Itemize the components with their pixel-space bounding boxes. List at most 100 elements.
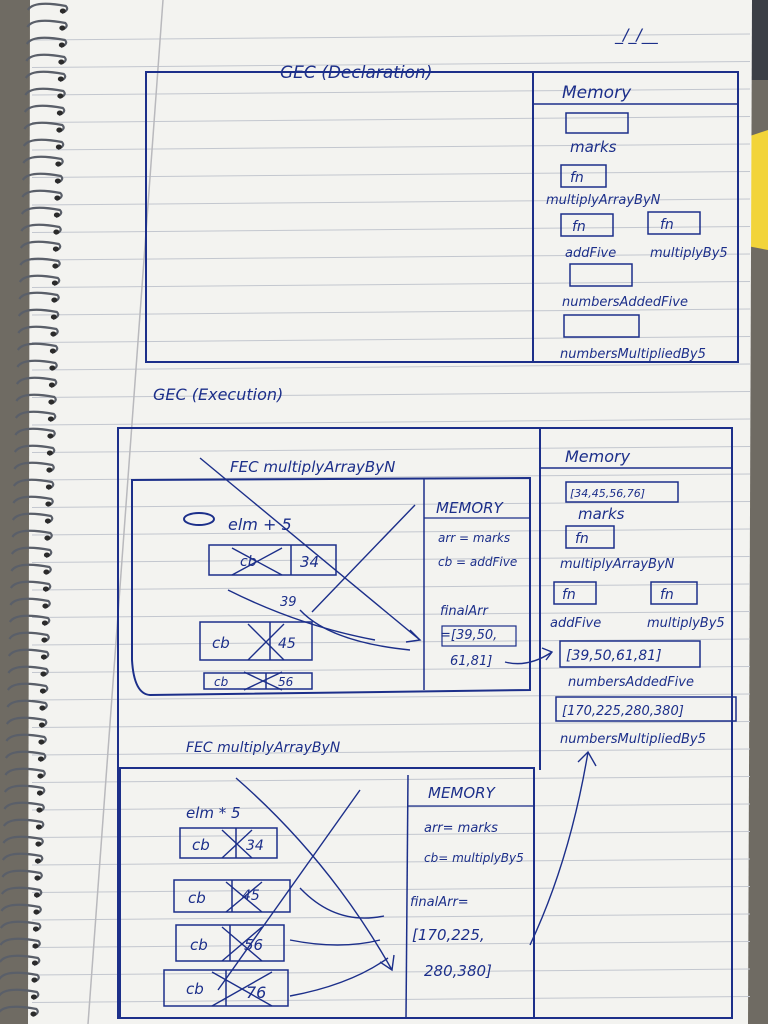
exec-slot-label-marks: marks xyxy=(578,505,625,523)
binding-hole xyxy=(34,875,41,881)
exec-memory-heading: Memory xyxy=(565,447,631,466)
binding-hole xyxy=(30,994,37,1000)
exec-slot-label-numbersAddedFive: numbersAddedFive xyxy=(568,675,694,690)
fec-addfive-memory-line: arr = marks xyxy=(438,531,510,545)
ruled-line xyxy=(31,363,751,371)
ruled-line xyxy=(31,308,751,316)
fec-addfive-memory-line: cb = addFive xyxy=(438,555,517,569)
binding-hole xyxy=(58,42,65,48)
binding-hole xyxy=(47,433,54,439)
binding-hole xyxy=(51,297,58,303)
fec-multiplyby5-memory-line: arr= marks xyxy=(424,821,498,836)
ruled-line xyxy=(31,913,751,921)
binding-hole xyxy=(50,331,57,337)
binding-hole xyxy=(39,705,46,711)
flow-line xyxy=(529,751,589,946)
ruled-line xyxy=(31,583,751,591)
binding-hole xyxy=(51,280,58,286)
binding-hole xyxy=(53,212,60,218)
ruled-line xyxy=(31,638,751,646)
exec-slot-box-numbersAddedFive xyxy=(559,640,701,668)
binding-hole xyxy=(40,671,47,677)
paper-sheet xyxy=(28,0,752,1024)
ruled-line xyxy=(31,391,751,398)
slot-box xyxy=(560,213,614,237)
fec-multiplyby5-divider xyxy=(405,774,409,1019)
ruled-line xyxy=(31,611,751,618)
fec-addfive-memory-heading: MEMORY xyxy=(436,499,505,517)
flow-line xyxy=(504,651,553,665)
call-fn: cb xyxy=(212,634,230,652)
exec-slot-value-numbersAddedFive: [39,50,61,81] xyxy=(566,648,662,664)
ruled-line xyxy=(31,88,751,96)
binding-hole xyxy=(48,382,55,388)
fec-addfive-memory-line: 61,81] xyxy=(450,654,492,669)
call-cross xyxy=(231,547,283,576)
binding-hole xyxy=(42,603,49,609)
exec-slot-box-marks xyxy=(565,481,679,503)
binding-hole xyxy=(46,450,53,456)
ruled-line xyxy=(31,831,751,838)
binding-hole xyxy=(38,739,45,745)
ruled-line xyxy=(31,693,751,701)
call-arg: 34 xyxy=(246,838,264,854)
ruled-line xyxy=(31,858,751,866)
binding-hole xyxy=(31,977,38,983)
ruled-line xyxy=(31,198,751,206)
slot-label: multiplyBy5 xyxy=(650,246,728,261)
slot-label: multiplyArrayByN xyxy=(546,193,661,208)
flow-line xyxy=(299,609,411,651)
fec-multiplyby5-call: cb 56 xyxy=(175,924,285,962)
binding-hole xyxy=(59,8,66,14)
exec-slot-box-numbersMultipliedBy5 xyxy=(555,696,737,722)
binding-hole xyxy=(41,620,48,626)
binding-hole xyxy=(35,841,42,847)
fec-addfive-finalarr-box xyxy=(441,625,517,647)
call-cross xyxy=(221,926,263,962)
binding-hole xyxy=(37,756,44,762)
fec-multiplyby5-expression: elm * 5 xyxy=(186,804,241,822)
ruled-line xyxy=(31,418,751,426)
ruled-line xyxy=(31,721,751,728)
flow-line xyxy=(235,777,393,971)
slot-box xyxy=(647,211,701,235)
binding-hole xyxy=(54,178,61,184)
binding-hole xyxy=(55,144,62,150)
binding-hole xyxy=(57,93,64,99)
binding-hole xyxy=(49,348,56,354)
call-cross xyxy=(221,829,253,859)
decl-slot-numbersMultipliedBy5: numbersMultipliedBy5 xyxy=(560,314,706,362)
fec-multiplyby5-memory-line: cb= multiplyBy5 xyxy=(424,851,524,865)
fec-addfive-memory-line: =[39,50, xyxy=(440,628,497,643)
binding-hole xyxy=(50,314,57,320)
flow-line xyxy=(227,589,376,641)
binding-hole xyxy=(57,76,64,82)
fec-multiplyby5-memory-line: [170,225, xyxy=(412,926,485,944)
exec-slot-box-addFive xyxy=(553,581,597,605)
binding-hole xyxy=(47,416,54,422)
exec-slot-value-multiplyBy5: fn xyxy=(660,587,674,603)
ruled-line xyxy=(31,33,751,41)
exec-slot-label-addFive: addFive xyxy=(550,616,601,631)
binding-hole xyxy=(44,535,51,541)
fec-addfive-flow-arrows xyxy=(199,457,554,665)
exec-slot-box-multiplyArrayByN xyxy=(565,525,615,549)
fec-multiplyby5-title: FEC multiplyArrayByN xyxy=(186,740,341,756)
binding-hole xyxy=(52,263,59,269)
fec-addfive-title: FEC multiplyArrayByN xyxy=(230,458,395,476)
flow-line xyxy=(289,939,381,946)
arrow-head xyxy=(405,629,422,643)
fec-multiplyby5-flow-arrows xyxy=(217,750,597,997)
binding-hole xyxy=(33,909,40,915)
fec-multiplyby5-call: cb 76 xyxy=(163,969,289,1007)
binding-hole xyxy=(43,552,50,558)
fec-multiplyby5-call: cb 34 xyxy=(179,827,278,859)
binding-hole xyxy=(30,1011,37,1017)
exec-slot-box-multiplyBy5 xyxy=(650,581,698,605)
arrow-head xyxy=(577,750,597,767)
binding-hole xyxy=(40,654,47,660)
binding-hole xyxy=(32,943,39,949)
gec-execution-title: GEC (Execution) xyxy=(153,385,283,404)
binding-hole xyxy=(31,960,38,966)
exec-slot-value-addFive: fn xyxy=(562,587,576,603)
